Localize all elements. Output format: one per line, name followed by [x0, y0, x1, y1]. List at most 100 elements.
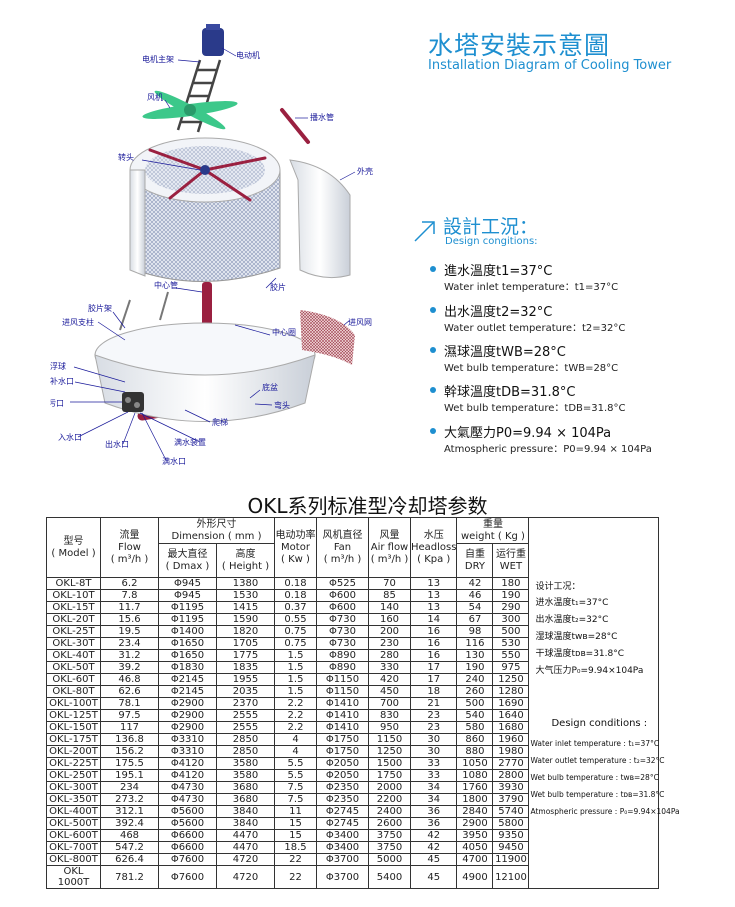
header-model: 型号( Model ): [46, 517, 101, 578]
table-cell: 240: [456, 673, 494, 686]
table-cell: 1.5: [274, 661, 317, 674]
label-fill: 胶片: [270, 282, 286, 292]
label-inlet-net: 进风网: [348, 318, 372, 327]
table-cell: Φ2050: [316, 769, 369, 782]
table-cell: 1080: [456, 769, 494, 782]
bullet-icon: [430, 387, 436, 393]
table-cell: 1960: [492, 733, 530, 746]
table-cell: OKL-225T: [46, 757, 101, 770]
table-cell: Φ4730: [158, 781, 217, 794]
table-cell: 2800: [492, 769, 530, 782]
label-elbow: 弯头: [274, 400, 290, 410]
table-cell: 116: [456, 637, 494, 650]
table-cell: 190: [492, 589, 530, 602]
table-cell: 2850: [216, 733, 275, 746]
table-cell: 6.2: [100, 577, 159, 590]
label-float: 浮球: [50, 361, 66, 371]
table-cell: 11900: [492, 853, 530, 866]
table-cell: Φ945: [158, 589, 217, 602]
table-cell: 34: [409, 793, 458, 806]
spray-arms: [148, 148, 267, 202]
table-cell: 17: [409, 661, 458, 674]
table-cell: Φ4730: [158, 793, 217, 806]
side-en-title: Design conditions :: [551, 717, 648, 729]
table-cell: 33: [409, 769, 458, 782]
table-cell: 550: [492, 649, 530, 662]
table-cell: Φ4120: [158, 769, 217, 782]
table-cell: 5800: [492, 817, 530, 830]
table-cell: 500: [456, 697, 494, 710]
table-cell: 4050: [456, 841, 494, 854]
label-overflow: 满水口: [162, 456, 186, 466]
table-cell: 7.5: [274, 781, 317, 794]
table-cell: 0.37: [274, 601, 317, 614]
table-cell: 12100: [492, 865, 530, 889]
table-cell: 2.2: [274, 721, 317, 734]
table-cell: 175.5: [100, 757, 159, 770]
table-cell: Φ600: [316, 601, 369, 614]
table-cell: 880: [456, 745, 494, 758]
table-cell: 290: [492, 601, 530, 614]
table-cell: Φ2745: [316, 817, 369, 830]
table-cell: 1250: [368, 745, 411, 758]
table-cell: 190: [456, 661, 494, 674]
table-cell: 22: [274, 853, 317, 866]
table-cell: 781.2: [100, 865, 159, 889]
table-cell: 2840: [456, 805, 494, 818]
label-center-ring: 中心圈: [272, 327, 296, 337]
table-cell: 11: [274, 805, 317, 818]
table-cell: 5000: [368, 853, 411, 866]
side-cn-item: 进水温度t₁=37°C: [535, 597, 609, 608]
table-cell: 1150: [368, 733, 411, 746]
table-cell: 30: [409, 733, 458, 746]
table-cell: 1775: [216, 649, 275, 662]
table-cell: Φ2145: [158, 685, 217, 698]
table-cell: 392.4: [100, 817, 159, 830]
label-air-support: 进风支柱: [62, 317, 94, 327]
table-cell: Φ890: [316, 649, 369, 662]
table-cell: 19.5: [100, 625, 159, 638]
table-cell: 0.18: [274, 589, 317, 602]
table-cell: 1.5: [274, 685, 317, 698]
label-fill-frame: 胶片架: [88, 303, 112, 313]
table-cell: OKL-8T: [46, 577, 101, 590]
table-cell: 2555: [216, 721, 275, 734]
header-height: 高度( Height ): [216, 543, 275, 578]
table-cell: 78.1: [100, 697, 159, 710]
table-cell: Φ600: [316, 589, 369, 602]
table-cell: Φ2900: [158, 709, 217, 722]
table-cell: Φ945: [158, 577, 217, 590]
table-cell: 273.2: [100, 793, 159, 806]
table-cell: 1955: [216, 673, 275, 686]
table-cell: OKL-600T: [46, 829, 101, 842]
table-cell: 1750: [368, 769, 411, 782]
table-cell: 0.75: [274, 637, 317, 650]
table-cell: 117: [100, 721, 159, 734]
table-cell: Φ1150: [316, 673, 369, 686]
table-cell: 31.2: [100, 649, 159, 662]
label-makeup: 补水口: [50, 376, 74, 386]
table-cell: Φ3310: [158, 733, 217, 746]
table-cell: 3840: [216, 817, 275, 830]
table-cell: 3580: [216, 757, 275, 770]
table-cell: 13: [409, 589, 458, 602]
table-cell: 46: [456, 589, 494, 602]
table-cell: 45: [409, 853, 458, 866]
table-cell: 3680: [216, 793, 275, 806]
table-cell: OKL-125T: [46, 709, 101, 722]
side-cn-title: 设计工况：: [535, 581, 581, 592]
table-cell: 2400: [368, 805, 411, 818]
table-cell: 3580: [216, 769, 275, 782]
table-cell: Φ890: [316, 661, 369, 674]
table-cell: 4470: [216, 841, 275, 854]
cooling-tower-illustration: 电机主架 电动机 风机 播水管 转头 外壳 中心管 胶片 胶片架 进风支柱 中心…: [40, 24, 373, 466]
